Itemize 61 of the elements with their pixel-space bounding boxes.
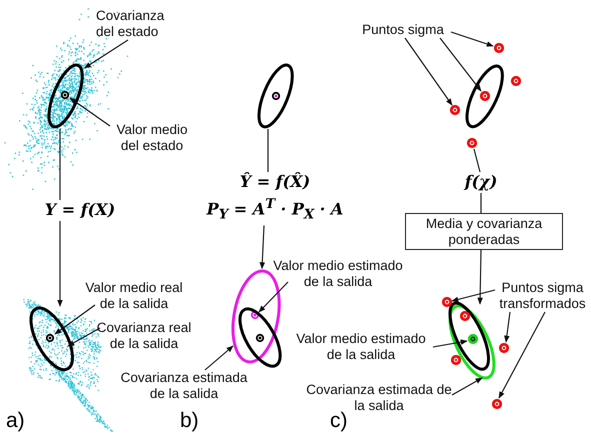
flow-arrow [260, 225, 266, 270]
flow-arrow [57, 221, 63, 307]
covariance-ellipse [29, 306, 75, 372]
annotation-text: Puntos sigma transformados [494, 280, 591, 312]
sigma-point [441, 296, 453, 308]
sigma-point [491, 398, 503, 410]
formula: P$_{Y}$ = A$^{T}$ · P$_{X}$ · A [206, 195, 344, 225]
sigma-point [459, 310, 471, 322]
connector-line [480, 193, 482, 213]
process-box: Media y covarianza ponderadas [405, 213, 563, 250]
sigma-point [467, 333, 479, 345]
leader-arrow [498, 312, 546, 399]
mean-point [255, 333, 265, 343]
panel-label: a) [6, 410, 25, 432]
formula: f(χ) [464, 171, 498, 193]
leader-arrow [432, 339, 468, 348]
leader-arrow [67, 328, 100, 346]
panel-label: b) [180, 410, 199, 432]
leader-arrow [404, 38, 452, 106]
covariance-ellipse [230, 268, 282, 364]
covariance-ellipse [465, 64, 505, 128]
annotation-text: Covarianza del estado [96, 8, 182, 40]
connector-line [473, 148, 481, 172]
annotation-text: Valor medio estimado de la salida [288, 331, 434, 363]
sigma-point [478, 90, 491, 102]
sigma-point [498, 342, 510, 354]
leader-arrow [258, 282, 288, 312]
annotation-text: Valor medio del estado [106, 122, 198, 154]
sigma-point [510, 75, 522, 87]
annotation-text: Puntos sigma [355, 22, 451, 38]
mean-point [60, 90, 70, 100]
sigma-point [450, 354, 462, 366]
sigma-point [466, 137, 478, 149]
covariance-ellipse [257, 63, 295, 129]
leader-arrow [54, 304, 96, 334]
sigma-point [449, 104, 461, 116]
leader-arrow [69, 98, 110, 126]
covariance-ellipse [47, 63, 85, 129]
leader-arrow [84, 40, 128, 68]
panel-label: c) [330, 410, 348, 432]
leader-arrow [452, 378, 483, 396]
mean-point [250, 310, 260, 320]
annotation-text: Covarianza real de la salida [88, 320, 200, 352]
formula: Ŷ = f(X̂) [240, 171, 310, 193]
mean-point [44, 332, 55, 343]
leader-arrow [504, 312, 511, 343]
flow-arrow [477, 250, 483, 305]
leader-arrow [450, 31, 494, 47]
covariance-ellipse [238, 307, 282, 369]
annotation-text: Covarianza estimada de la salida [112, 370, 256, 402]
sigma-point [493, 42, 505, 54]
covariance-ellipse [448, 304, 496, 380]
mean-point [270, 90, 281, 101]
leader-arrow [440, 38, 482, 92]
formula: Y = f(X) [44, 199, 116, 221]
leader-arrow [204, 346, 234, 370]
annotation-text: Valor medio real de la salida [80, 280, 188, 312]
covariance-ellipse [448, 300, 490, 372]
annotation-text: Valor medio estimado de la salida [268, 258, 408, 290]
leader-arrow [451, 289, 496, 302]
connector-line [267, 128, 269, 172]
